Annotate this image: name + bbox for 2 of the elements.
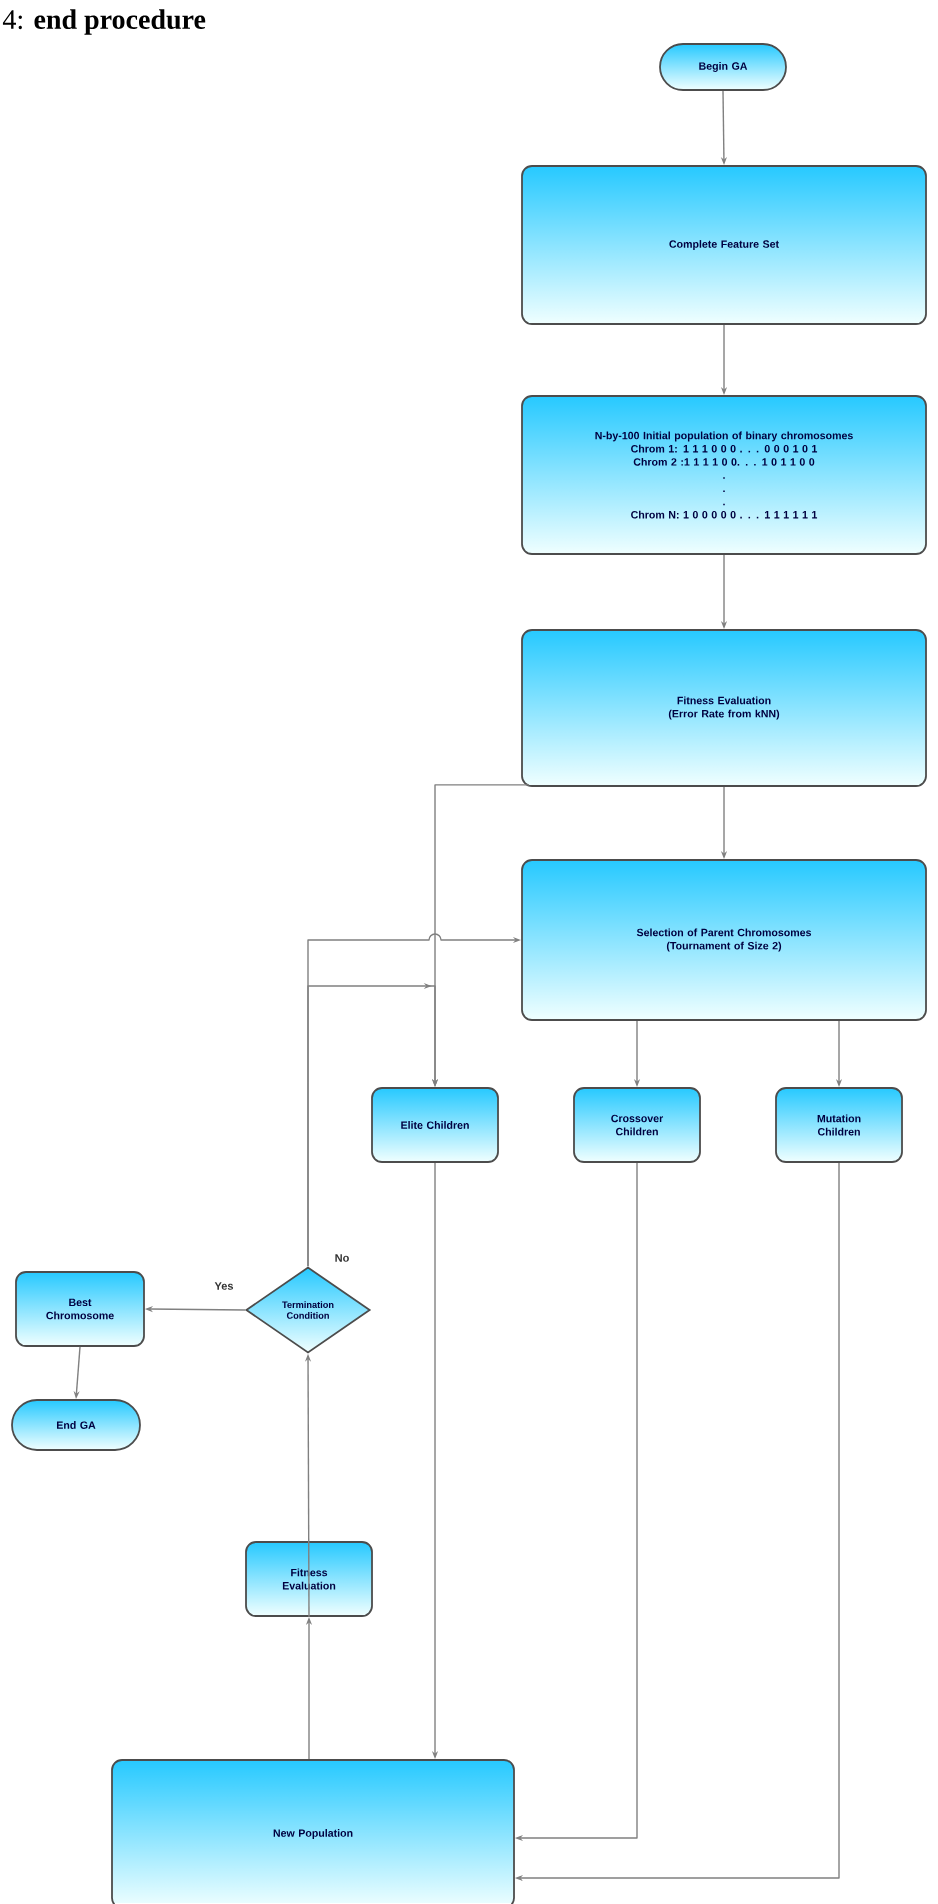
arrow	[307, 982, 439, 1268]
heading: 4: end procedure	[2, 9, 206, 35]
